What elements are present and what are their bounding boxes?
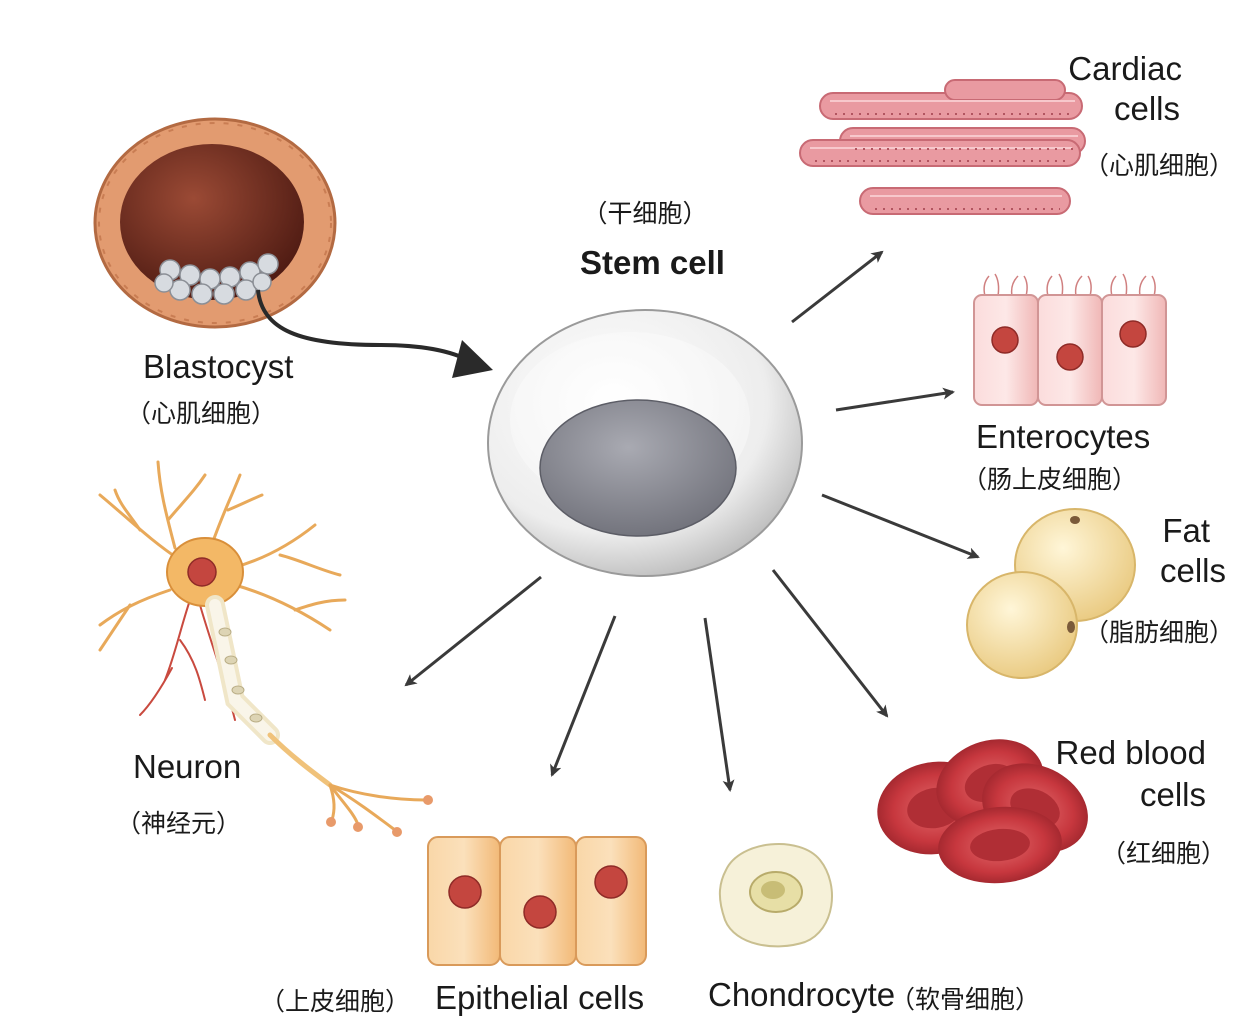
enterocytes-label: Enterocytes	[976, 418, 1151, 455]
neuron-illustration	[98, 460, 433, 837]
arrow-to-rbc	[771, 569, 889, 718]
enterocytes-cn-label: （肠上皮细胞）	[962, 465, 1138, 494]
differentiation-arrows	[404, 250, 980, 792]
stem-cell-illustration	[487, 309, 803, 577]
chondrocyte-cn-label: （软骨细胞）	[890, 985, 1041, 1014]
rbc-cn-label: （红细胞）	[1101, 839, 1227, 868]
fat-label-line1: Fat	[1162, 512, 1210, 549]
neuron-label: Neuron	[133, 748, 242, 785]
arrow-to-chondrocyte	[703, 617, 735, 792]
fat-cn-label: （脂肪细胞）	[1084, 618, 1235, 647]
arrow-to-fat	[821, 493, 980, 559]
arrow-to-cardiac	[791, 250, 884, 324]
blastocyst-cn-label: （心肌细胞）	[126, 399, 277, 428]
chondrocyte-illustration	[718, 843, 833, 948]
epithelial-label: Epithelial cells	[435, 979, 645, 1016]
fat-label-line2: cells	[1159, 552, 1226, 589]
red-blood-cells-illustration	[877, 739, 1088, 884]
epithelial-cn-label: （上皮细胞）	[260, 987, 411, 1016]
cardiac-cells-illustration	[799, 79, 1086, 215]
blastocyst-label: Blastocyst	[143, 348, 294, 385]
stem-cell-cn-label: （干细胞）	[582, 199, 708, 228]
stem-cell-label: Stem cell	[580, 244, 725, 281]
cardiac-cn-label: （心肌细胞）	[1084, 151, 1235, 180]
arrow-to-neuron	[404, 575, 542, 687]
blastocyst-illustration	[93, 117, 493, 378]
rbc-label-line2: cells	[1139, 776, 1206, 813]
epithelial-cells-illustration	[427, 836, 647, 966]
neuron-cn-label: （神经元）	[116, 809, 242, 838]
enterocytes-illustration	[973, 273, 1167, 406]
chondrocyte-label: Chondrocyte	[708, 976, 896, 1013]
arrow-to-enterocytes	[835, 387, 955, 412]
rbc-label-line1: Red blood	[1055, 734, 1206, 771]
fat-cells-illustration	[966, 508, 1136, 679]
cardiac-label-line1: Cardiac	[1068, 50, 1182, 87]
cardiac-label-line2: cells	[1113, 90, 1180, 127]
arrow-to-epithelial	[550, 615, 617, 777]
